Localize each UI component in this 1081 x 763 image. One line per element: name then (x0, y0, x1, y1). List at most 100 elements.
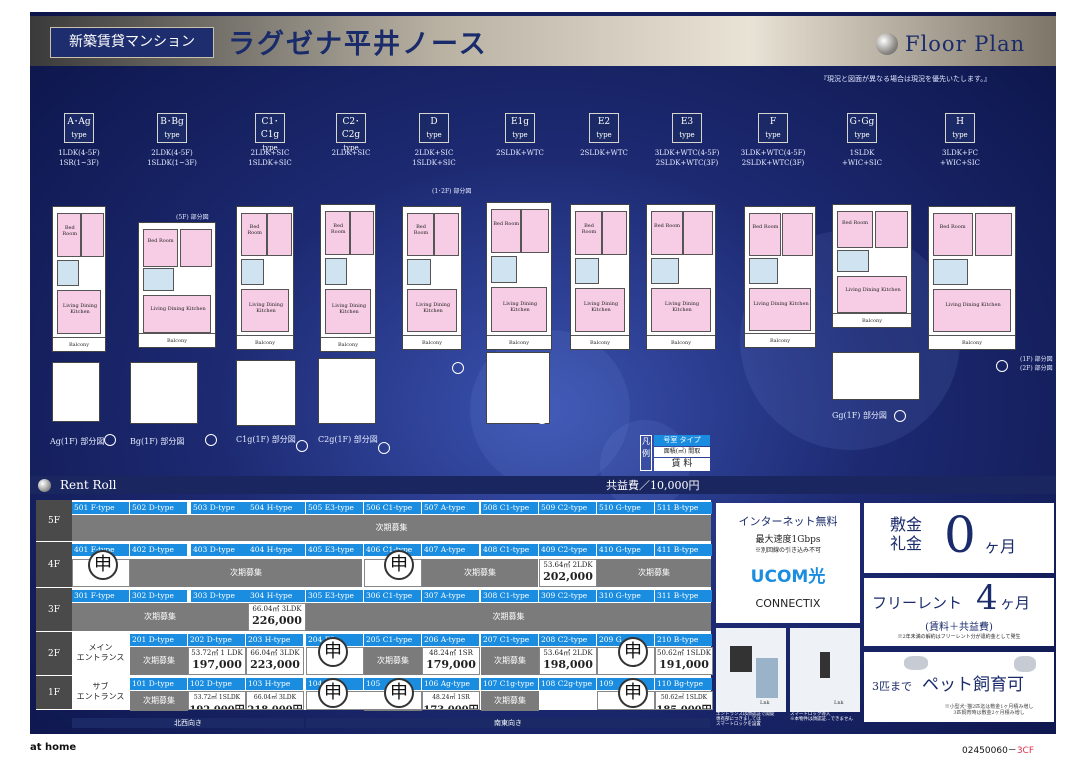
unit-106-detail[interactable]: 48.24㎡ 1SR173,000円 (422, 691, 480, 710)
unit-header-205[interactable]: 205 C1-type (364, 634, 421, 646)
type-name: B･Bg (160, 117, 184, 127)
common-fee: 共益費／10,000円 (606, 479, 700, 492)
unit-header-310[interactable]: 310 G-type (597, 590, 654, 602)
vacant-cell[interactable]: 次期募集 (306, 603, 711, 631)
type-desc: 2LDK+SIC (331, 149, 371, 157)
type-desc: 1SLDK +WIC+SIC (842, 149, 882, 167)
entrance-label-1F: サブ エントランス (72, 677, 129, 709)
unit-header-510[interactable]: 510 G-type (597, 502, 654, 514)
type-name: F (769, 117, 777, 127)
unit-header-506[interactable]: 506 C1-type (364, 502, 421, 514)
type-name: E2 (597, 117, 611, 127)
unit-header-208[interactable]: 208 C2-type (539, 634, 596, 646)
unit-header-309[interactable]: 309 C2-type (539, 590, 596, 602)
unit-header-409[interactable]: 409 C2-type (539, 544, 596, 556)
unit-area: 53.72㎡ 1SLDK (193, 694, 241, 701)
bedroom (683, 211, 713, 255)
living-room (325, 289, 371, 334)
unit-header-207[interactable]: 207 C1-type (481, 634, 538, 646)
vacant-cell[interactable]: 次期募集 (72, 603, 248, 631)
unit-102-detail[interactable]: 53.72㎡ 1SLDK192,000円 (188, 691, 246, 710)
vacant-cell[interactable]: 次期募集 (72, 515, 711, 541)
vacant-cell[interactable]: 次期募集 (364, 647, 422, 675)
unit-header-509[interactable]: 509 C2-type (539, 502, 596, 514)
unit-header-503[interactable]: 503 D-type (191, 502, 248, 514)
unit-header-301[interactable]: 301 F-type (72, 590, 129, 602)
floor-label-1F: 1F (36, 676, 72, 709)
unit-header-404[interactable]: 404 H-type (248, 544, 305, 556)
floor-label-2F: 2F (36, 632, 72, 675)
unit-header-305[interactable]: 305 E3-type (306, 590, 363, 602)
floor-label-3F: 3F (36, 588, 72, 631)
unit-header-505[interactable]: 505 E3-type (306, 502, 363, 514)
unit-header-108[interactable]: 108 C2g-type (539, 678, 596, 690)
unit-header-507[interactable]: 507 A-type (422, 502, 479, 514)
pet-box: 3匹まで ペット飼育可 ※小型犬･猫2匹迄は敷金1ヶ月積み増し 3匹飼育時は敷金… (864, 652, 1054, 722)
entrance-note: エントランスは顔認証で開錠 専有部につきましては スマートロックを設置 (716, 712, 775, 727)
unit-area: 50.62㎡ 1SLDK (656, 649, 711, 657)
face-terminal-icon (730, 646, 752, 672)
balcony-label: Balcony (961, 340, 983, 346)
unit-header-102[interactable]: 102 D-type (188, 678, 245, 690)
unit-header-411[interactable]: 411 B-type (655, 544, 712, 556)
dog-icon (904, 656, 928, 670)
unit-header-408[interactable]: 408 C1-type (481, 544, 538, 556)
balcony: Balcony (321, 337, 375, 351)
floor-label-5F: 5F (36, 500, 72, 541)
unit-header-306[interactable]: 306 C1-type (364, 590, 421, 602)
unit-header-307[interactable]: 307 A-type (422, 590, 479, 602)
unit-header-405[interactable]: 405 E3-type (306, 544, 363, 556)
unit-header-101[interactable]: 101 D-type (130, 678, 187, 690)
unit-header-508[interactable]: 508 C1-type (481, 502, 538, 514)
unit-header-103[interactable]: 103 H-type (246, 678, 303, 690)
unit-header-304[interactable]: 304 H-type (248, 590, 305, 602)
vacant-cell[interactable]: 次期募集 (130, 691, 188, 711)
unit-header-501[interactable]: 501 F-type (72, 502, 129, 514)
unit-header-511[interactable]: 511 B-type (655, 502, 712, 514)
unit-header-311[interactable]: 311 B-type (655, 590, 712, 602)
balcony: Balcony (833, 313, 911, 327)
unit-header-106[interactable]: 106 Ag-type (422, 678, 479, 690)
unit-103-detail[interactable]: 66.04㎡ 3LDK218,000円 (246, 691, 304, 710)
unit-header-303[interactable]: 303 D-type (191, 590, 248, 602)
unit-header-201[interactable]: 201 D-type (130, 634, 187, 646)
unit-header-308[interactable]: 308 C1-type (481, 590, 538, 602)
unit-header-202[interactable]: 202 D-type (188, 634, 245, 646)
living-room (143, 294, 211, 333)
unit-header-502[interactable]: 502 D-type (130, 502, 187, 514)
bedroom (837, 211, 873, 249)
vacant-cell[interactable]: 次期募集 (597, 559, 711, 587)
bathroom (491, 256, 518, 283)
unit-110-detail[interactable]: 50.62㎡ 1SLDK185,000円 (655, 691, 713, 710)
unit-header-407[interactable]: 407 A-type (422, 544, 479, 556)
unit-header-210[interactable]: 210 B-type (655, 634, 712, 646)
vacant-cell[interactable]: 次期募集 (130, 647, 188, 675)
unit-header-110[interactable]: 110 Bg-type (655, 678, 712, 690)
unit-header-403[interactable]: 403 D-type (191, 544, 248, 556)
bedroom (874, 211, 909, 249)
unit-header-203[interactable]: 203 H-type (246, 634, 303, 646)
unit-header-206[interactable]: 206 A-type (422, 634, 479, 646)
unit-header-107[interactable]: 107 C1g-type (481, 678, 538, 690)
unit-header-302[interactable]: 302 D-type (130, 590, 187, 602)
deposit-zero: 0 (944, 506, 976, 564)
vacant-cell[interactable]: 次期募集 (130, 559, 362, 587)
vacant-cell[interactable]: 次期募集 (422, 559, 538, 587)
unit-header-504[interactable]: 504 H-type (248, 502, 305, 514)
type-desc: 1LDK(4-5F) 1SR(1~3F) (58, 149, 100, 167)
balcony: Balcony (403, 335, 461, 349)
vacant-cell[interactable]: 次期募集 (481, 647, 539, 675)
vacant-cell[interactable]: 次期募集 (481, 691, 539, 711)
unit-header-402[interactable]: 402 D-type (130, 544, 187, 556)
unit-header-410[interactable]: 410 G-type (597, 544, 654, 556)
